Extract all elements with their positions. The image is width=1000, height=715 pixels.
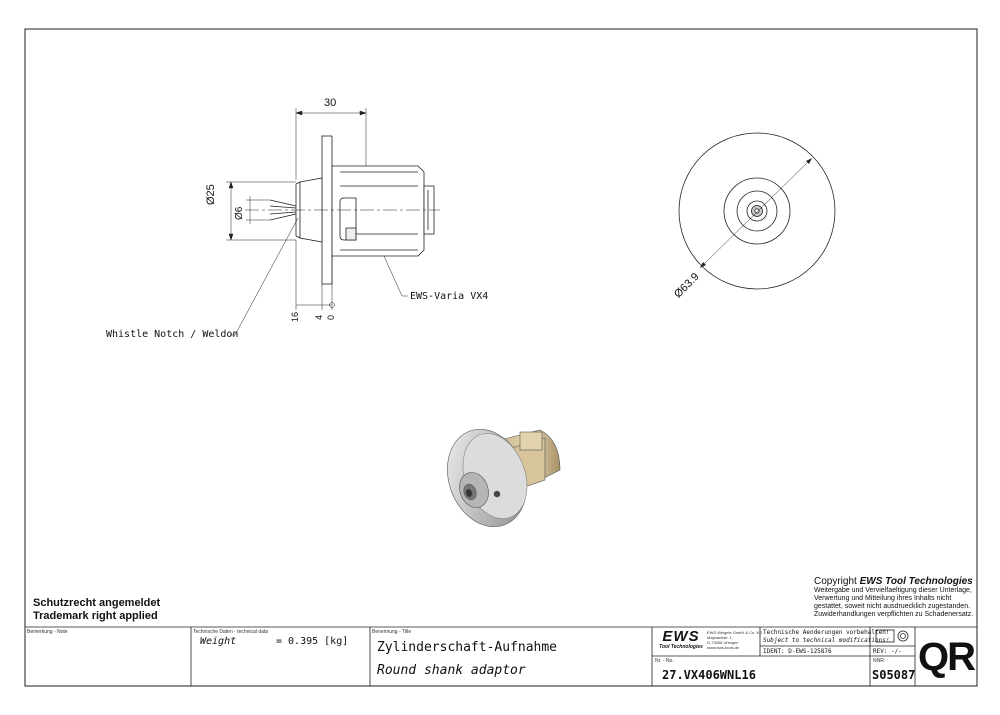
copyright-prefix: Copyright (814, 576, 857, 587)
company-line: D-73066 Uhingen (707, 640, 739, 645)
company-address: EWS Weigele GmbH & Co. KG Maybachstr. 1 … (707, 630, 762, 650)
callout-notch: Whistle Notch / Weldon (106, 329, 239, 340)
sheet-border (24, 28, 978, 687)
copyright-line: Zuwiderhandlungen verpflichten zu Schade… (814, 611, 974, 618)
copyright-brand: EWS Tool Technologies (859, 576, 973, 587)
dim-bottom-c: 0 (326, 314, 336, 320)
techdata-label: Technische Daten - technical data (193, 629, 269, 635)
ident: IDENT: D-EWS-125876 (763, 648, 832, 655)
company-line: www.ews-tools.de (707, 645, 740, 650)
side-dimensions (226, 108, 408, 336)
callout-system: EWS-Varia VX4 (410, 291, 489, 302)
nnr-label: NNR: (873, 658, 886, 664)
dim-bottom-a: 16 (290, 311, 300, 322)
copyright-line: gestattet, soweit nicht ausdruecklich zu… (814, 603, 971, 610)
isometric-view (447, 428, 561, 528)
logo-sub: Tool Technologies (659, 644, 703, 650)
titleblock-lines (25, 626, 977, 686)
company-line: Maybachstr. 1 (707, 635, 732, 640)
tech-change-de: Technische Aenderungen vorbehalten! (763, 629, 890, 636)
dim-inner-dia: Ø6 (234, 206, 245, 220)
logo-text: EWS (662, 628, 700, 645)
dim-bottom-b: 4 (314, 314, 324, 320)
dim-outer-dia: Ø25 (205, 184, 217, 205)
dim-length: 30 (324, 97, 337, 109)
tech-change-en: Subject to technical modifications! (763, 637, 890, 644)
trademark-notice: Trademark right applied (33, 610, 158, 622)
copyright-line: Weitergabe und Vervielfaeltigung dieser … (814, 587, 972, 594)
nr-label: Nr. - No. (655, 658, 674, 664)
company-line: EWS Weigele GmbH & Co. KG (707, 630, 763, 635)
part-number: 27.VX406WNL16 (662, 668, 756, 682)
front-view (678, 132, 836, 290)
ews-logo: EWS Tool Technologies (656, 629, 706, 650)
weight-value: = 0.395 [kg] (276, 636, 349, 647)
copyright-line: Verwertung und Mitteilung ihres Inhalts … (814, 595, 952, 602)
copyright-block: Copyright EWS Tool Technologies Weiterga… (814, 576, 973, 619)
note-label: Bemerkung - Note (27, 629, 68, 635)
qr-mark: QR (918, 635, 976, 679)
patent-notice: Schutzrecht angemeldet (33, 597, 161, 609)
title-en: Round shank adaptor (377, 663, 526, 678)
title-label: Benennung - Title (372, 629, 412, 635)
weight-label: Weight (200, 636, 237, 647)
drawing-number: S05087 (872, 668, 916, 682)
title-de: Zylinderschaft-Aufnahme (377, 640, 558, 655)
rev: REV: -/- (873, 648, 902, 655)
